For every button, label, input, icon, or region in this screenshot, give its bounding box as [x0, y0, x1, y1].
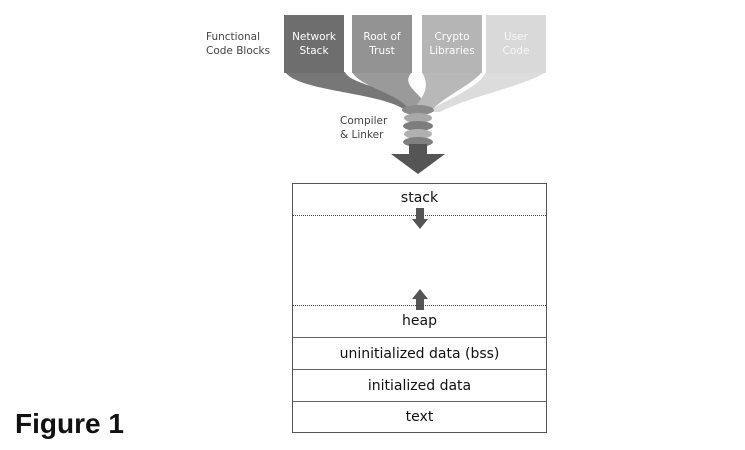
compiler-label-line2: & Linker: [340, 129, 384, 141]
stack-grows-down-arrow: [412, 208, 428, 229]
crypto-libraries-line2: Libraries: [429, 45, 475, 57]
user-code-ribbon: [426, 72, 546, 112]
stack-segment-label: stack: [400, 190, 439, 206]
network-stack-line1: Network: [292, 31, 336, 43]
bss-segment-label: uninitialized data (bss): [339, 345, 500, 362]
figure-caption: Figure 1: [15, 408, 124, 439]
network-stack-ribbon: [285, 72, 430, 110]
functional-label-line2: Code Blocks: [206, 45, 271, 57]
user-code-line1: User: [504, 31, 528, 43]
crypto-libraries-line1: Crypto: [434, 31, 470, 43]
compile-down-arrow: [391, 144, 445, 174]
memory-layout-diagram: stack heap uninitialized data (bss) init…: [292, 183, 547, 433]
twist-coil: [402, 105, 434, 147]
user-code-line2: Code: [502, 45, 530, 57]
data-segment-label: initialized data: [367, 377, 472, 394]
functional-label-line1: Functional: [206, 31, 261, 43]
root-of-trust-ribbon: [352, 72, 428, 108]
heap-bss-divider: [293, 337, 546, 338]
crypto-libraries-ribbon: [412, 72, 482, 110]
network-stack-line2: Stack: [299, 45, 329, 57]
data-text-divider: [293, 401, 546, 402]
heap-segment-label: heap: [402, 313, 437, 329]
compiler-label-line1: Compiler: [340, 115, 388, 127]
text-segment-label: text: [405, 409, 434, 425]
heap-boundary-line: [293, 305, 546, 306]
root-of-trust-block: Root of Trust: [352, 15, 412, 73]
root-of-trust-line2: Trust: [369, 45, 395, 57]
functional-code-blocks-label: Functional Code Blocks: [206, 30, 270, 58]
compiler-linker-label: Compiler & Linker: [340, 114, 387, 142]
root-of-trust-line1: Root of: [363, 31, 401, 43]
bss-data-divider: [293, 369, 546, 370]
heap-grows-up-arrow: [412, 289, 428, 310]
